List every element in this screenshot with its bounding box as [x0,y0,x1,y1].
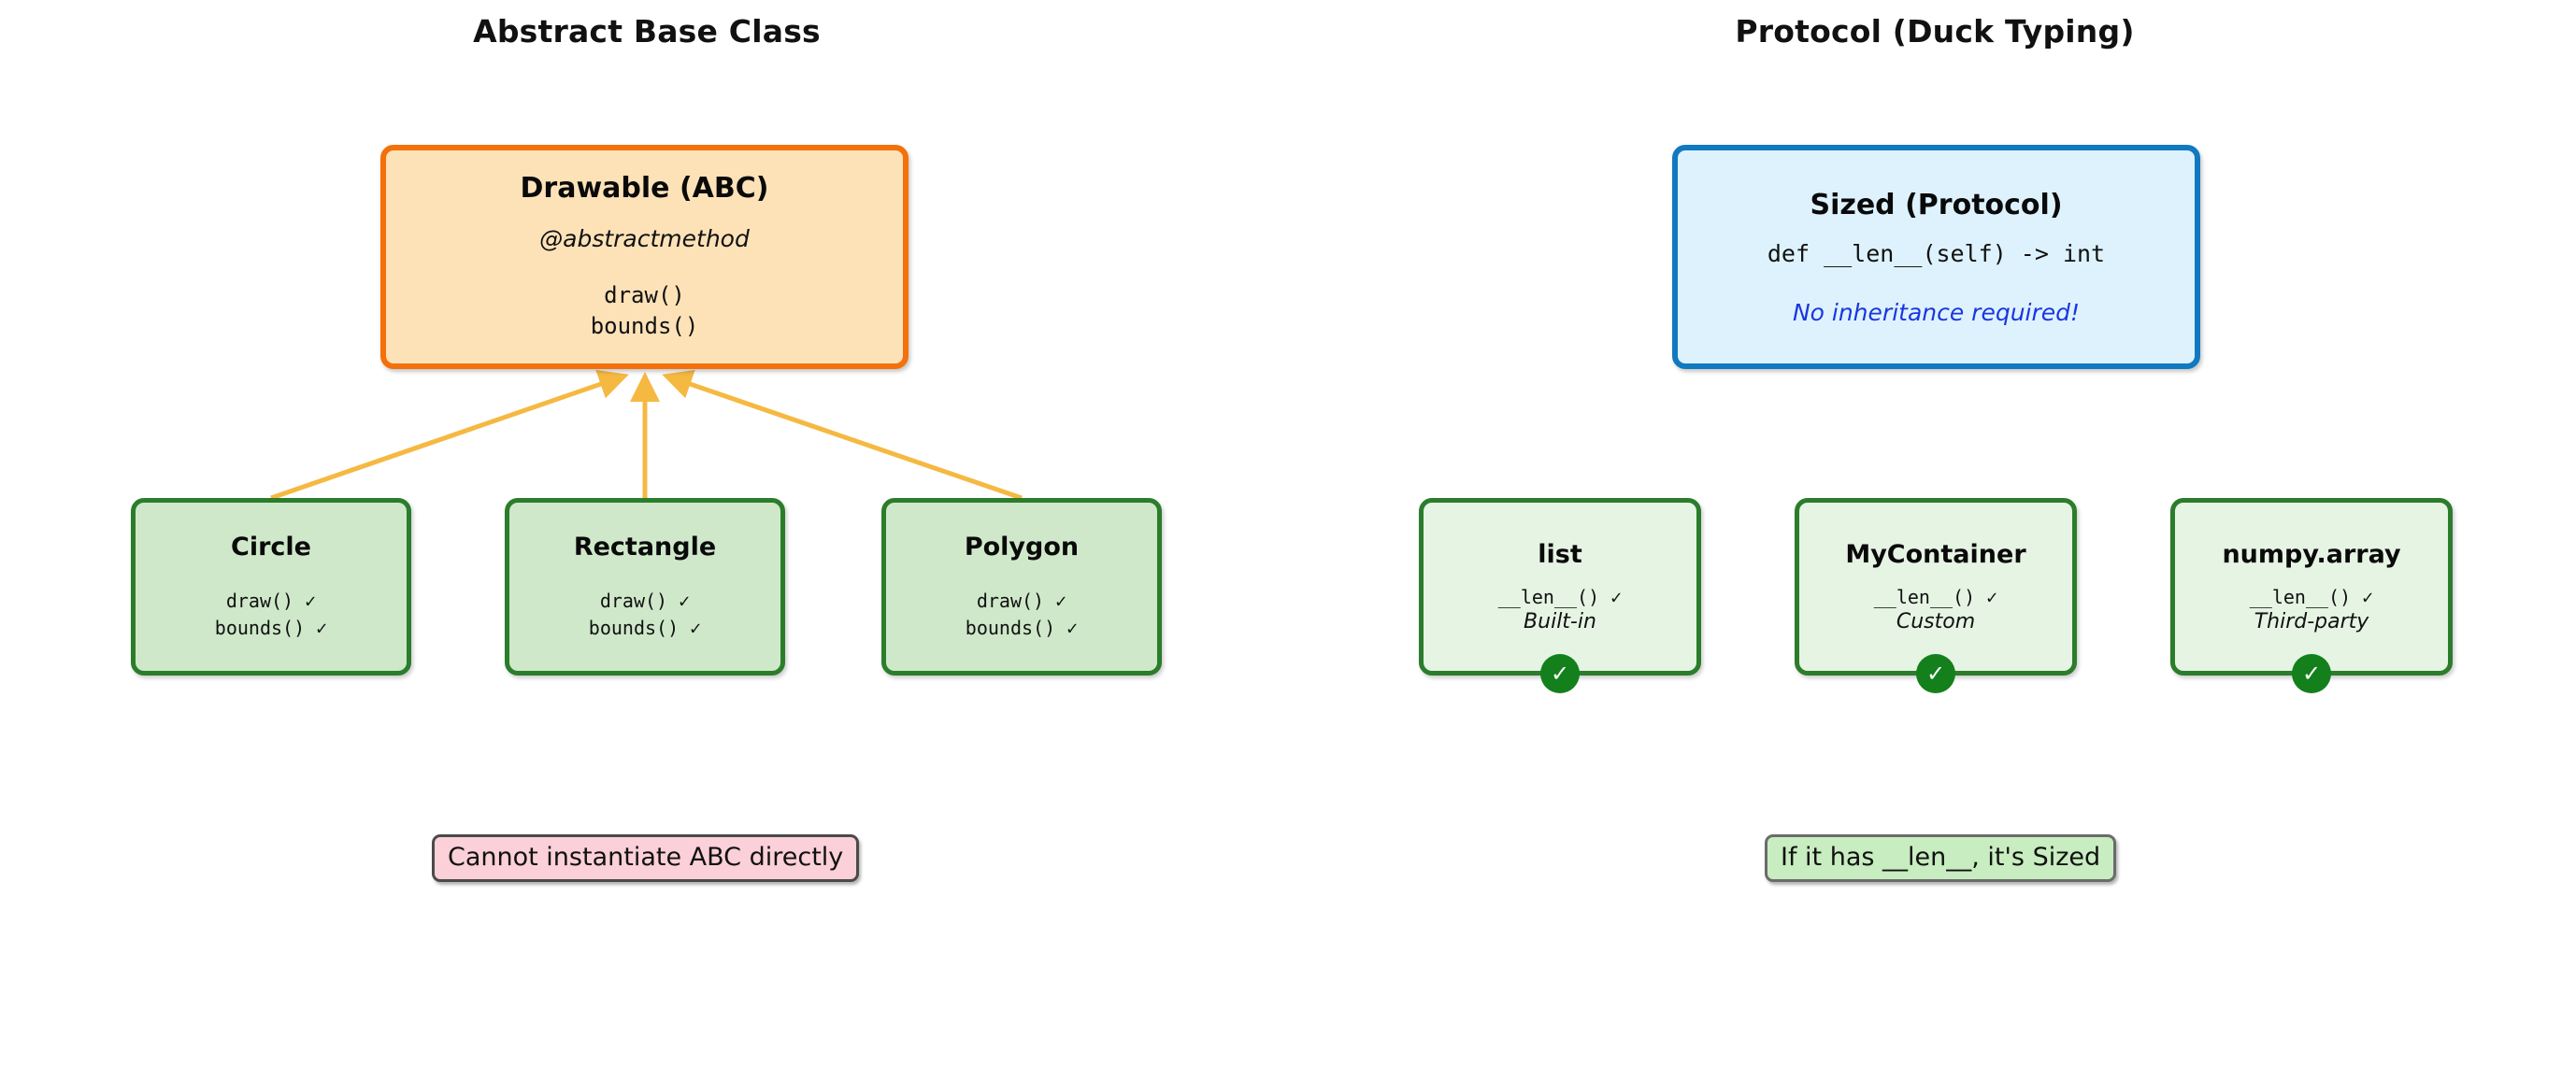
node-polygon[interactable]: Polygon draw() ✓ bounds() ✓ [881,498,1162,676]
node-method-len: __len__() ✓ [1873,586,1998,608]
callout-cannot-instantiate: Cannot instantiate ABC directly [432,834,860,882]
node-method-draw: draw() ✓ [976,589,1067,612]
check-badge-icon-list: ✓ [1540,654,1580,693]
node-title: Sized (Protocol) [1810,188,2063,221]
node-title: list [1538,540,1582,569]
node-method-bounds: bounds() ✓ [588,616,702,639]
node-kind-label: Third-party [2254,610,2369,633]
panel-title-right: Protocol (Duck Typing) [1735,13,2135,50]
node-sized-protocol[interactable]: Sized (Protocol) def __len__(self) -> in… [1672,145,2200,369]
node-title: MyContainer [1845,540,2026,569]
node-method-bounds: bounds() ✓ [965,616,1079,639]
node-method-draw: draw() [604,282,685,309]
node-rectangle[interactable]: Rectangle draw() ✓ bounds() ✓ [505,498,785,676]
node-title: Circle [231,532,311,562]
node-kind-label: Built-in [1524,610,1596,633]
node-list[interactable]: list __len__() ✓ Built-in [1419,498,1701,676]
node-method-draw: draw() ✓ [225,589,317,612]
node-method-len-sig: def __len__(self) -> int [1767,239,2106,267]
node-decorator-label: @abstractmethod [539,225,750,253]
node-method-bounds: bounds() ✓ [214,616,328,639]
node-mycontainer[interactable]: MyContainer __len__() ✓ Custom [1795,498,2077,676]
arrow-polygon-to-abc [662,369,1023,501]
check-badge-icon-mycontainer: ✓ [1916,654,1955,693]
callout-duck-typing-rule: If it has __len__, it's Sized [1765,834,2117,882]
node-note: No inheritance required! [1792,298,2081,326]
node-method-len: __len__() ✓ [1497,586,1623,608]
arrow-circle-to-abc [270,370,629,501]
node-method-bounds: bounds() [590,313,699,339]
node-title: Polygon [964,532,1080,562]
node-drawable-abc[interactable]: Drawable (ABC) @abstractmethod draw() bo… [380,145,909,369]
node-title: numpy.array [2222,540,2401,569]
node-title: Rectangle [573,532,717,562]
check-badge-icon-numpy-array: ✓ [2292,654,2331,693]
node-method-len: __len__() ✓ [2249,586,2374,608]
node-circle[interactable]: Circle draw() ✓ bounds() ✓ [131,498,411,676]
node-method-draw: draw() ✓ [599,589,691,612]
node-numpy-array[interactable]: numpy.array __len__() ✓ Third-party [2170,498,2453,676]
node-kind-label: Custom [1896,610,1976,633]
node-title: Drawable (ABC) [520,172,769,206]
panel-title-left: Abstract Base Class [473,13,821,50]
